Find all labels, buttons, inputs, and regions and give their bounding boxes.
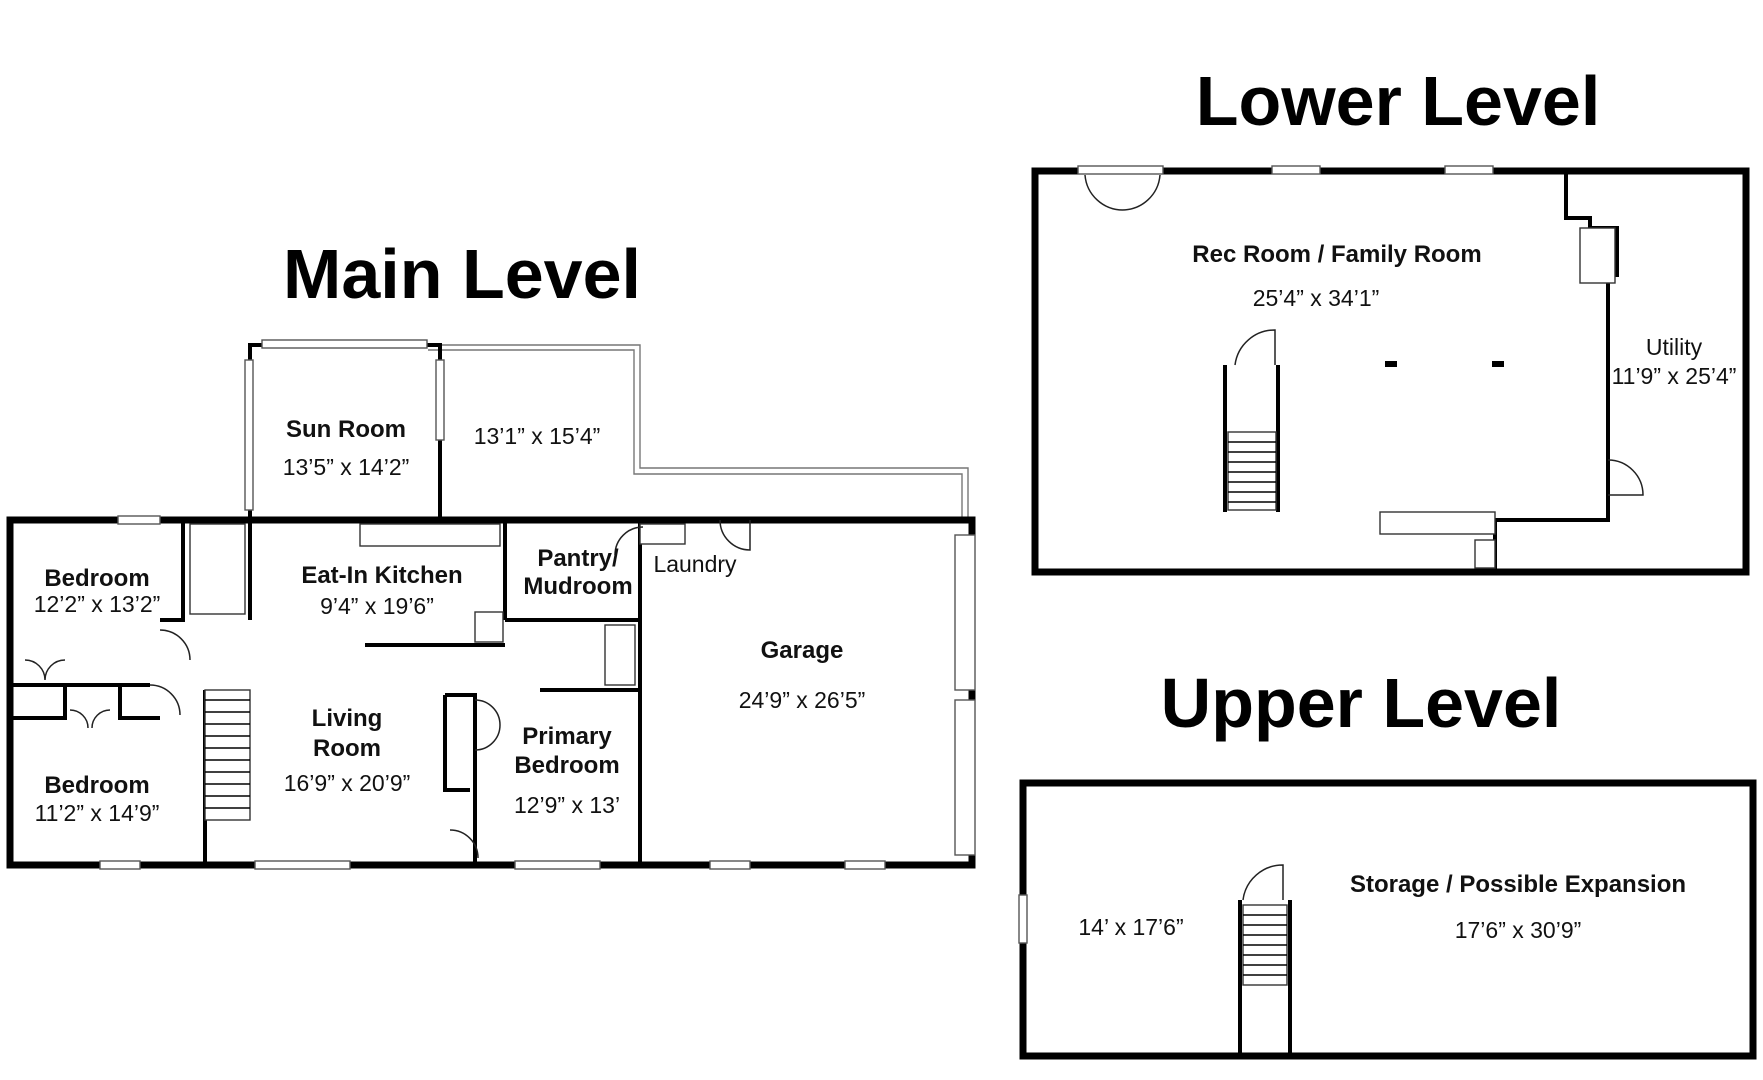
sun-room-label: Sun Room	[286, 416, 406, 443]
pantry-label-2: Mudroom	[523, 573, 632, 600]
utility-label: Utility	[1646, 334, 1703, 360]
chimney	[1579, 227, 1616, 284]
main-stairs	[204, 689, 251, 821]
garage-door-1	[954, 534, 976, 691]
living-dim: 16’9” x 20’9”	[284, 770, 411, 796]
living-label-1: Living	[312, 705, 383, 732]
door	[1607, 459, 1644, 496]
rec-room-label: Rec Room / Family Room	[1192, 241, 1481, 268]
post	[1385, 361, 1397, 367]
main-exterior-wall	[6, 516, 976, 869]
closet-doors	[474, 699, 501, 751]
primary-label-2: Bedroom	[514, 752, 619, 779]
upper-stairs	[1238, 864, 1292, 1056]
post	[1492, 361, 1504, 367]
closet-wall-2	[118, 685, 160, 720]
primary-dim: 12’9” x 13’	[514, 792, 620, 818]
sun-room-window-left	[244, 359, 254, 511]
window	[1077, 165, 1164, 175]
bedroom1-label: Bedroom	[44, 565, 149, 592]
main-level-title: Main Level	[283, 235, 641, 313]
lower-level-plan: Lower Level Rec Room / Family Room 25’4”…	[1031, 62, 1750, 576]
bath-fixtures	[189, 523, 246, 615]
sink	[1474, 539, 1496, 569]
closet-doors	[24, 659, 66, 681]
deck-outline	[428, 344, 969, 520]
bedroom2-dim: 11’2” x 14’9”	[35, 800, 160, 826]
deck-outline-inner	[428, 349, 963, 520]
upper-left-dim: 14’ x 17’6”	[1078, 914, 1183, 940]
window	[844, 860, 886, 870]
storage-label: Storage / Possible Expansion	[1350, 871, 1686, 898]
door	[614, 526, 644, 556]
kitchen-dim: 9’4” x 19’6”	[320, 593, 434, 619]
pantry-label-1: Pantry/	[537, 545, 619, 572]
garage-label: Garage	[761, 637, 844, 664]
double-door	[1084, 174, 1161, 211]
bed1-wall	[160, 520, 185, 622]
window	[99, 860, 141, 870]
laundry-label: Laundry	[653, 551, 737, 577]
deck-dim: 13’1” x 15’4”	[474, 423, 601, 449]
living-label-2: Room	[313, 735, 381, 762]
rec-room-dim: 25’4” x 34’1”	[1253, 285, 1380, 311]
storage-dim: 17’6” x 30’9”	[1455, 917, 1582, 943]
window	[709, 860, 751, 870]
primary-wall	[445, 693, 477, 865]
sun-room-window-top	[261, 339, 428, 349]
tub	[604, 624, 636, 686]
bedroom2-label: Bedroom	[44, 772, 149, 799]
main-level-plan: Main Level Sun Room 13’5” x 14’2” 13’1” …	[6, 235, 976, 870]
closet-doors	[69, 709, 111, 729]
bedroom1-dim: 12’2” x 13’2”	[34, 591, 161, 617]
primary-label-1: Primary	[522, 723, 612, 750]
closet-wall	[10, 685, 67, 720]
lower-level-title: Lower Level	[1196, 62, 1601, 140]
window	[1018, 894, 1028, 944]
sun-room-window-right	[435, 359, 445, 441]
range	[474, 611, 504, 643]
window	[514, 860, 601, 870]
utility-wall	[1493, 171, 1619, 572]
kitchen-counter-top	[359, 523, 501, 547]
kitchen-label: Eat-In Kitchen	[301, 562, 462, 589]
door	[159, 629, 191, 661]
window	[1271, 165, 1321, 175]
sun-room-dim: 13’5” x 14’2”	[283, 454, 410, 480]
closet-primary	[443, 695, 470, 792]
lower-exterior-wall	[1031, 167, 1750, 576]
counter	[1379, 511, 1496, 535]
washer-dryer	[639, 523, 686, 545]
utility-dim: 11’9” x 25’4”	[1612, 363, 1737, 389]
upper-level-title: Upper Level	[1161, 664, 1562, 742]
lower-stairs	[1223, 329, 1280, 512]
door	[719, 519, 751, 551]
door	[149, 684, 181, 716]
garage-door-2	[954, 699, 976, 856]
upper-level-plan: Upper Level 14’ x 17’6” Storage / Possib…	[1018, 664, 1757, 1060]
window	[117, 515, 161, 525]
door	[449, 829, 479, 859]
garage-dim: 24’9” x 26’5”	[739, 687, 866, 713]
window	[254, 860, 351, 870]
window	[1444, 165, 1494, 175]
